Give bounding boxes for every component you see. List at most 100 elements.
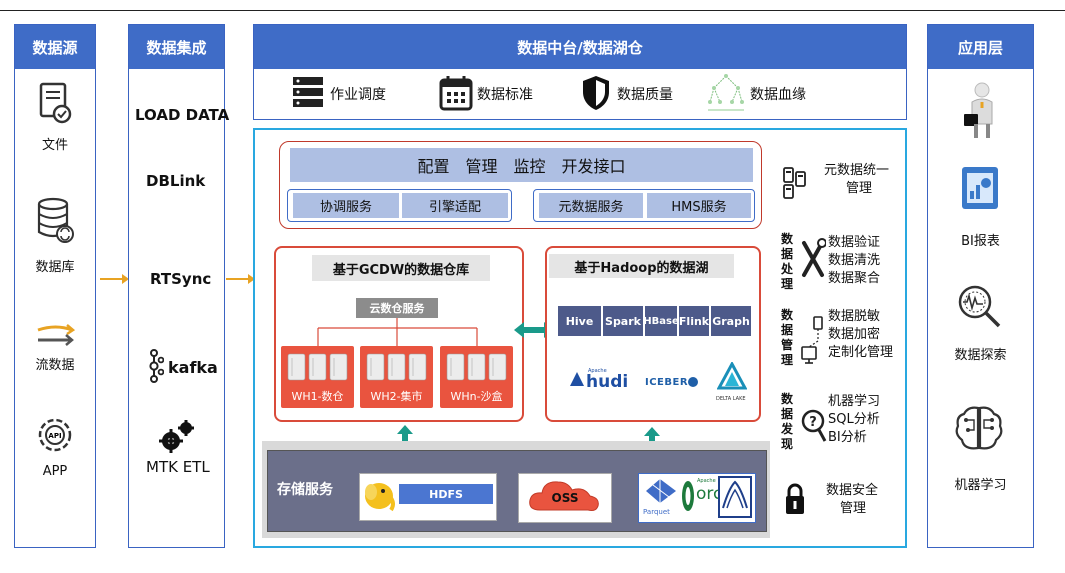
management-line2: 数据加密 (828, 327, 881, 342)
question-magnifier-icon: ? (801, 409, 827, 442)
integration-to-platform-arrow (226, 278, 250, 280)
kafka-label: kafka (168, 358, 218, 377)
lock-icon (786, 483, 804, 514)
dblink-label: DBLink (146, 172, 206, 190)
source-stream-label: 流数据 (35, 358, 75, 373)
tool-quality-label: 数据质量 (617, 87, 673, 103)
control-right-group (533, 189, 755, 222)
processing-line3: 数据聚合 (828, 271, 881, 286)
api-gear-icon: API (35, 413, 75, 459)
orc-label: orc (696, 484, 723, 504)
top-rule (0, 10, 1065, 11)
hdfs-label: HDFS (399, 484, 493, 504)
tool-scheduling-label: 作业调度 (330, 87, 386, 103)
coordination-service: 协调服务 (293, 193, 399, 218)
mtk-etl-label: MTK ETL (146, 458, 210, 476)
lineage-tree-icon (706, 72, 746, 114)
management-line1: 数据脱敏 (828, 309, 881, 324)
shield-icon (580, 74, 612, 112)
database-sync-icon (35, 196, 75, 244)
metadata-phones-icon (783, 167, 806, 199)
warehouse-connectors (317, 318, 478, 346)
oss-cloud-icon (529, 481, 599, 511)
document-check-icon (37, 80, 73, 126)
processing-line1: 数据验证 (828, 235, 881, 250)
rtsync-label: RTSync (150, 270, 212, 288)
governance-meta-line1: 元数据统一 (824, 163, 890, 178)
sources-to-integration-arrow (100, 278, 124, 280)
hms-service: HMS服务 (647, 193, 751, 218)
warehouse-unit-3-label: WHn-沙盒 (450, 390, 503, 403)
hadoop-elephant-icon (365, 483, 395, 512)
arrow-format-logo-icon (718, 476, 752, 518)
oss-label: OSS (551, 491, 579, 505)
engine-graph: Graph (711, 306, 751, 336)
load-data-label: LOAD DATA (135, 106, 230, 124)
storage-title: 存储服务 (277, 482, 333, 498)
server-stack-icon (290, 74, 326, 112)
lake-title: 基于Hadoop的数据湖 (549, 254, 734, 278)
hudi-logo-label: hudi (586, 372, 629, 392)
bi-report-icon (962, 167, 998, 209)
kafka-logo-icon (148, 348, 164, 384)
orc-apache-tag: Apache (697, 478, 716, 484)
engine-flink: Flink (679, 306, 709, 336)
server-rack-icon (366, 353, 427, 381)
control-title-bar: 配置 管理 监控 开发接口 (290, 148, 753, 182)
security-line1: 数据安全 (826, 483, 879, 498)
engine-hive: Hive (558, 306, 601, 336)
discovery-tag: 数据发现 (780, 392, 793, 451)
arrowhead (122, 274, 129, 284)
hudi-logo-icon (570, 372, 584, 386)
discovery-line1: 机器学习 (828, 394, 881, 409)
processing-line2: 数据清洗 (828, 253, 881, 268)
gears-icon (158, 418, 196, 454)
business-person-icon (964, 82, 993, 138)
management-line3: 定制化管理 (828, 345, 894, 360)
app-bi-label: BI报表 (961, 234, 1000, 249)
control-left-group (287, 189, 512, 222)
cloud-warehouse-service: 云数仓服务 (356, 298, 438, 318)
parquet-logo-icon (646, 479, 676, 503)
orc-logo-icon (682, 481, 694, 511)
engine-spark: Spark (603, 306, 643, 336)
warehouse-lake-double-arrow (514, 322, 554, 338)
engine-hbase: HBase (643, 306, 679, 336)
platform-header-block: 数据中台/数据湖仓 (253, 24, 907, 120)
app-explore-label: 数据探索 (954, 348, 1007, 363)
warehouse-title: 基于GCDW的数据仓库 (312, 255, 490, 281)
metadata-service: 元数据服务 (539, 193, 643, 218)
engine-adapter-service: 引擎适配 (402, 193, 508, 218)
delta-lake-label: DELTA LAKE (716, 396, 746, 402)
management-tag: 数据管理 (780, 308, 793, 367)
hudi-apache-tag: Apache (588, 368, 607, 374)
tool-lineage-label: 数据血缘 (750, 87, 806, 103)
server-rack-icon (287, 353, 348, 381)
tool-standard-label: 数据标准 (477, 87, 533, 103)
governance-meta-line2: 管理 (846, 181, 873, 196)
warehouse-unit-2-label: WH2-集市 (370, 390, 423, 403)
iceberg-logo-icon (688, 377, 698, 387)
iceberg-logo-label: ICEBERG (645, 377, 697, 388)
device-network-icon (801, 316, 823, 364)
apps-header: 应用层 (928, 25, 1033, 69)
stream-arrows-icon (36, 324, 76, 352)
processing-tag: 数据处理 (780, 232, 793, 291)
arrowhead (248, 274, 255, 284)
integration-column: 数据集成 (128, 24, 225, 548)
discovery-line2: SQL分析 (828, 412, 880, 427)
delta-lake-logo-icon (717, 362, 747, 390)
source-file-label: 文件 (41, 138, 68, 153)
app-ml-label: 机器学习 (954, 478, 1007, 493)
svg-text:?: ? (809, 415, 817, 430)
calendar-icon (438, 74, 474, 112)
security-line2: 管理 (840, 501, 867, 516)
discovery-line3: BI分析 (828, 430, 867, 445)
warehouse-unit-1-label: WH1-数仓 (291, 390, 344, 403)
tools-cross-icon (802, 238, 826, 277)
source-app-label: APP (42, 464, 68, 479)
platform-header: 数据中台/数据湖仓 (254, 25, 906, 69)
brain-circuit-icon (955, 406, 1003, 450)
server-rack-icon (446, 353, 507, 381)
svg-text:API: API (48, 432, 61, 440)
